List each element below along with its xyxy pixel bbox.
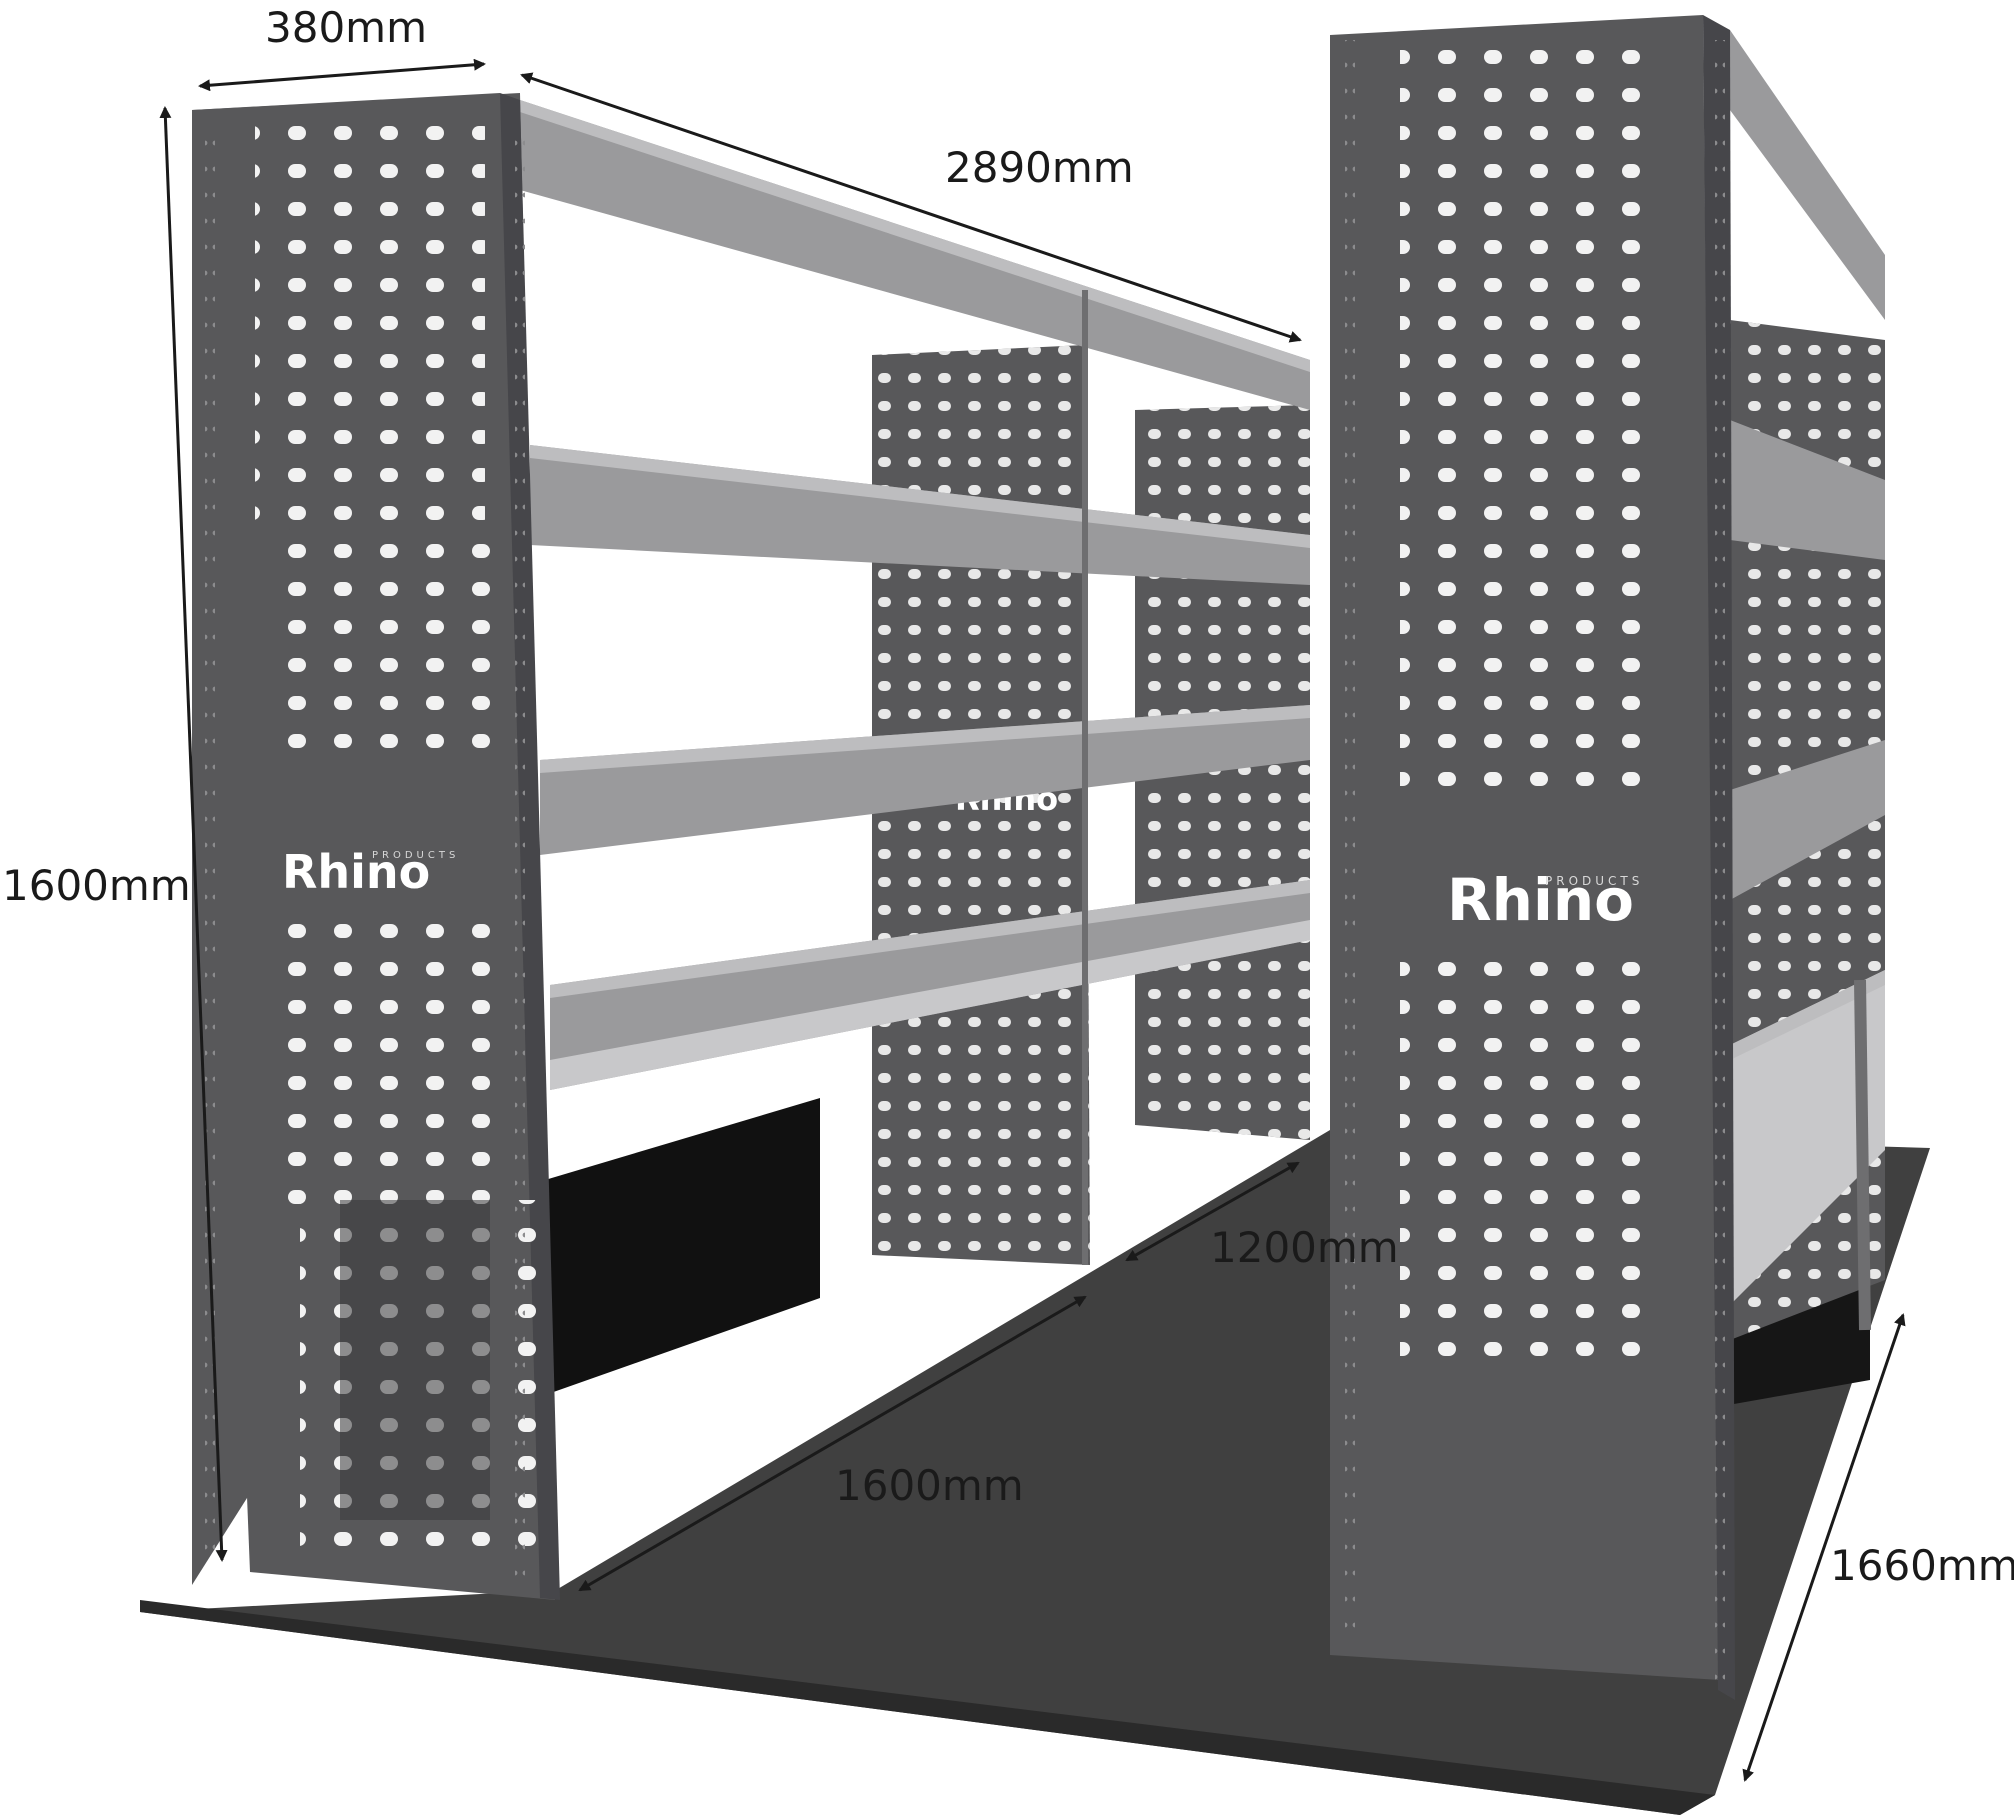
- arrow-floor-width: [1742, 1313, 1906, 1782]
- arrow-aisle-width: [1125, 1161, 1300, 1262]
- label-height: 1600mm: [2, 861, 191, 910]
- label-rack-length: 2890mm: [945, 143, 1134, 192]
- dimension-labels: 380mm 2890mm 1600mm 1200mm 1600mm 1660mm: [2, 3, 2014, 1590]
- right-rack-shelving: [1730, 30, 1885, 1340]
- arrow-floor-depth: [578, 1295, 1087, 1592]
- dimension-arrows: [159, 58, 1906, 1782]
- svg-text:Rhino: Rhino: [1447, 866, 1634, 934]
- rhino-logo-left: Rhino PRODUCTS: [282, 845, 459, 899]
- wheel-arch-left: [545, 1098, 820, 1395]
- svg-text:PRODUCTS: PRODUCTS: [372, 850, 459, 861]
- arrow-panel-depth: [198, 58, 486, 92]
- svg-text:Rhino: Rhino: [282, 845, 430, 899]
- arrow-height: [159, 106, 228, 1562]
- svg-text:PRODUCTS: PRODUCTS: [1545, 874, 1643, 888]
- label-floor-depth: 1600mm: [835, 1461, 1024, 1510]
- label-aisle-width: 1200mm: [1210, 1223, 1399, 1272]
- right-end-panel: Rhino PRODUCTS: [1330, 15, 1735, 1700]
- left-end-panel: Rhino PRODUCTS: [192, 93, 560, 1600]
- arrow-rack-length: [520, 72, 1302, 343]
- label-floor-width: 1660mm: [1830, 1541, 2014, 1590]
- rhino-logo-right: Rhino PRODUCTS: [1447, 866, 1643, 934]
- label-panel-depth: 380mm: [265, 3, 427, 52]
